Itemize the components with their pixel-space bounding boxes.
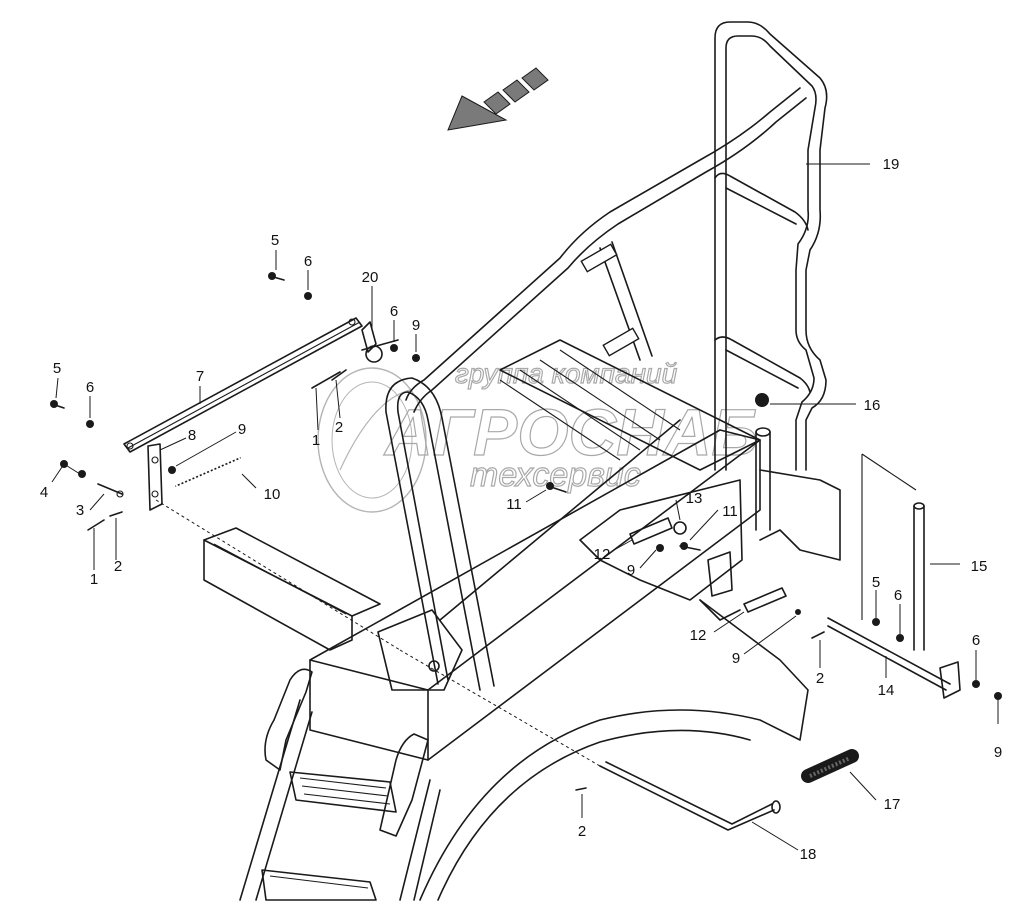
rod-15 [861,453,925,651]
watermark-line1: группа компаний [455,358,678,389]
support-beam [203,527,381,651]
callout-9: 9 [627,562,635,579]
callout-9: 9 [412,317,420,334]
callout-6: 6 [304,253,312,270]
lever-8 [147,443,163,511]
access-steps [239,668,441,901]
rod-7 [123,317,363,453]
callout-9: 9 [994,744,1002,761]
callout-4: 4 [40,484,48,501]
callout-6: 6 [972,632,980,649]
callout-13: 13 [686,490,703,507]
callout-17: 17 [884,796,901,813]
callout-9: 9 [732,650,740,667]
direction-arrow-icon [447,67,549,131]
callout-9: 9 [238,421,246,438]
callout-11: 11 [722,503,738,520]
callout-16: 16 [864,397,881,414]
watermark-logo: группа компаний АГРОСНАБ техсервис [317,357,759,513]
callout-6: 6 [390,303,398,320]
grip-17 [801,749,859,783]
callout-1: 1 [312,432,320,449]
post-16 [755,393,771,531]
callout-1: 1 [90,571,98,588]
callout-7: 7 [196,368,204,385]
spring-10 [175,456,241,488]
handle-18 [575,761,781,831]
callout-14: 14 [878,682,895,699]
callout-20: 20 [362,269,379,286]
callout-6: 6 [894,587,902,604]
callout-12: 12 [690,627,707,644]
upper-handrail [405,87,807,413]
callout-labels: 5 6 20 6 9 5 6 7 8 9 4 3 10 1 2 1 2 19 1… [40,156,1002,863]
ladder-handrail [385,377,495,691]
callout-5: 5 [53,360,61,377]
fender [419,479,809,901]
callout-8: 8 [188,427,196,444]
assembly-lines [155,499,601,767]
callout-5: 5 [271,232,279,249]
callout-12: 12 [594,546,611,563]
platform-deck [309,339,841,761]
rear-handrail [714,21,828,471]
leader-lines [51,163,999,851]
bracket-20 [361,321,399,363]
callout-2: 2 [114,558,122,575]
rod-14 [827,617,1002,700]
callout-2: 2 [816,670,824,687]
callout-2: 2 [578,823,586,840]
callout-6: 6 [86,379,94,396]
callout-10: 10 [264,486,281,503]
callout-3: 3 [76,502,84,519]
hardware [50,272,825,639]
callout-19: 19 [883,156,900,173]
callout-2: 2 [335,419,343,436]
callout-15: 15 [971,558,988,575]
callout-11: 11 [506,496,522,513]
callout-18: 18 [800,846,817,863]
callout-5: 5 [872,574,880,591]
